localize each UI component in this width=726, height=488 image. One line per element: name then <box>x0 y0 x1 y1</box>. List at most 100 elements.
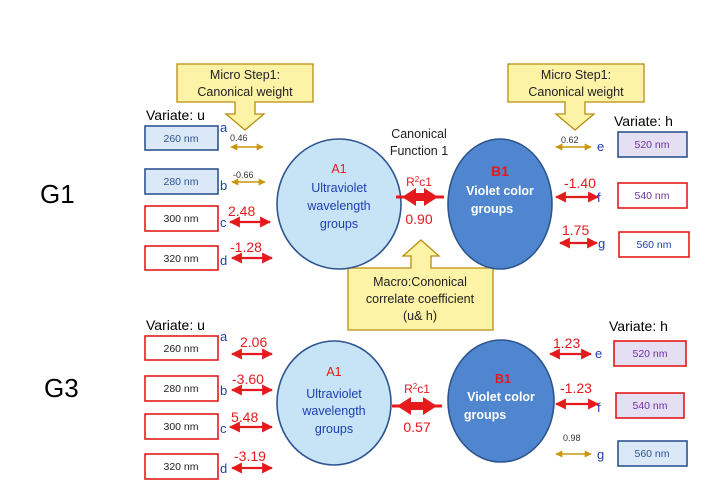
group-g3: G3 Variate: u Variate: h 260 nm a 2.06 2… <box>44 317 688 480</box>
circle-code: B1 <box>491 163 509 179</box>
canonical-weight: 0.46 <box>230 133 248 143</box>
wavelength-label: 540 nm <box>632 400 667 412</box>
u-variable-b: 280 nm b -3.60 <box>144 371 274 402</box>
group-label: G1 <box>40 179 75 209</box>
canonical-weight: 0.98 <box>563 433 581 443</box>
canonical-function-line1: Canonical <box>391 127 447 141</box>
h-variable-e: 520 nm e 1.23 <box>548 335 687 367</box>
u-variable-b: 280 nm b -0.66 <box>144 168 266 195</box>
group-g1: G1 Variate: u Variate: h 260 nm a 0.46 2… <box>40 107 690 271</box>
variate-h-label: Variate: h <box>614 113 673 129</box>
canonical-weight: 1.75 <box>562 222 589 238</box>
callout-macro-line2: correlate coefficient <box>366 292 475 306</box>
right-circle-violet: B1 Violet color groups <box>447 339 555 463</box>
right-circle-violet: B1 Violet color groups <box>447 138 553 270</box>
canonical-weight: 1.23 <box>553 335 580 351</box>
variable-letter: c <box>220 421 227 436</box>
wavelength-label: 280 nm <box>163 176 198 188</box>
circle-line: wavelength <box>301 404 365 418</box>
callout-macro: Macro:Cononical correlate coefficient (u… <box>347 239 494 331</box>
h-variable-f: 540 nm f -1.40 <box>554 175 688 209</box>
u-variable-a: 260 nm a 0.46 <box>144 120 264 151</box>
r2-value: 0.57 <box>403 419 430 435</box>
circle-line: wavelength <box>306 199 370 213</box>
h-variable-g: 560 nm g 1.75 <box>558 222 690 258</box>
wavelength-label: 320 nm <box>163 461 198 473</box>
canonical-weight: -3.60 <box>232 371 264 387</box>
variable-letter: g <box>597 447 604 462</box>
wavelength-label: 520 nm <box>632 348 667 360</box>
h-variable-g: 560 nm g 0.98 <box>555 433 688 467</box>
canonical-correlation: R2c1 0.90 <box>396 175 444 227</box>
variable-letter: f <box>597 400 601 415</box>
u-variable-a: 260 nm a 2.06 <box>144 329 274 361</box>
variate-h-label: Variate: h <box>609 318 668 334</box>
circle-code: B1 <box>495 372 511 386</box>
r2-label: R2c1 <box>404 382 430 396</box>
circle-line: Ultraviolet <box>311 181 367 195</box>
circle-line: Violet color <box>467 390 535 404</box>
wavelength-label: 520 nm <box>634 139 669 151</box>
callout-macro-line3: (u& h) <box>403 309 437 323</box>
callout-macro-line1: Macro:Cononical <box>373 275 467 289</box>
callout-micro-left-line1: Micro Step1: <box>210 68 280 82</box>
canonical-weight: 2.06 <box>240 334 267 350</box>
canonical-weight: 2.48 <box>228 203 255 219</box>
variable-letter: b <box>220 383 227 398</box>
wavelength-label: 540 nm <box>634 190 669 202</box>
wavelength-label: 260 nm <box>163 343 198 355</box>
circle-line: groups <box>320 217 358 231</box>
circle-code: A1 <box>326 365 341 379</box>
group-label: G3 <box>44 373 79 403</box>
wavelength-label: 300 nm <box>163 213 198 225</box>
wavelength-label: 260 nm <box>163 133 198 145</box>
wavelength-label: 300 nm <box>163 421 198 433</box>
variable-letter: a <box>220 329 228 344</box>
canonical-weight: -1.40 <box>564 175 596 191</box>
left-circle-ultraviolet: A1 Ultraviolet wavelength groups <box>276 340 392 466</box>
circle-line: groups <box>315 422 353 436</box>
callout-micro-right-line2: Canonical weight <box>528 85 624 99</box>
circle-line: groups <box>464 408 506 422</box>
u-variable-d: 320 nm d -1.28 <box>144 239 274 271</box>
left-circle-ultraviolet: A1 Ultraviolet wavelength groups <box>276 138 402 270</box>
circle-code: A1 <box>331 162 346 176</box>
canonical-weight: -0.66 <box>233 170 254 180</box>
variable-letter: e <box>597 139 604 154</box>
canonical-weight: 0.62 <box>561 135 579 145</box>
variable-letter: a <box>220 120 228 135</box>
circle-line: groups <box>471 202 513 216</box>
callout-micro-left: Micro Step1: Canonical weight <box>176 63 314 131</box>
variate-u-label: Variate: u <box>146 317 205 333</box>
variable-letter: b <box>220 178 227 193</box>
canonical-weight: 5.48 <box>231 409 258 425</box>
u-variable-c: 300 nm c 2.48 <box>144 203 272 232</box>
h-variable-f: 540 nm f -1.23 <box>554 380 685 419</box>
variable-letter: d <box>220 253 227 268</box>
canonical-correlation: R2c1 0.57 <box>392 382 442 435</box>
callout-micro-left-line2: Canonical weight <box>197 85 293 99</box>
variate-u-label: Variate: u <box>146 107 205 123</box>
callout-micro-right-line1: Micro Step1: <box>541 68 611 82</box>
callout-micro-right: Micro Step1: Canonical weight <box>507 63 645 131</box>
variable-letter: d <box>220 461 227 476</box>
canonical-weight: -3.19 <box>234 448 266 464</box>
variable-letter: e <box>595 346 602 361</box>
circle-line: Violet color <box>466 184 534 198</box>
variable-letter: c <box>220 215 227 230</box>
u-variable-c: 300 nm c 5.48 <box>144 409 274 440</box>
u-variable-d: 320 nm d -3.19 <box>144 448 274 480</box>
wavelength-label: 320 nm <box>163 253 198 265</box>
canonical-weight: -1.28 <box>230 239 262 255</box>
wavelength-label: 560 nm <box>636 239 671 251</box>
wavelength-label: 560 nm <box>634 448 669 460</box>
r2-value: 0.90 <box>405 211 432 227</box>
r2-label: R2c1 <box>406 175 432 189</box>
canonical-weight: -1.23 <box>560 380 592 396</box>
canonical-function-line2: Function 1 <box>390 144 448 158</box>
wavelength-label: 280 nm <box>163 383 198 395</box>
variable-letter: g <box>598 236 605 251</box>
circle-line: Ultraviolet <box>306 387 362 401</box>
h-variable-e: 520 nm e 0.62 <box>555 131 688 158</box>
